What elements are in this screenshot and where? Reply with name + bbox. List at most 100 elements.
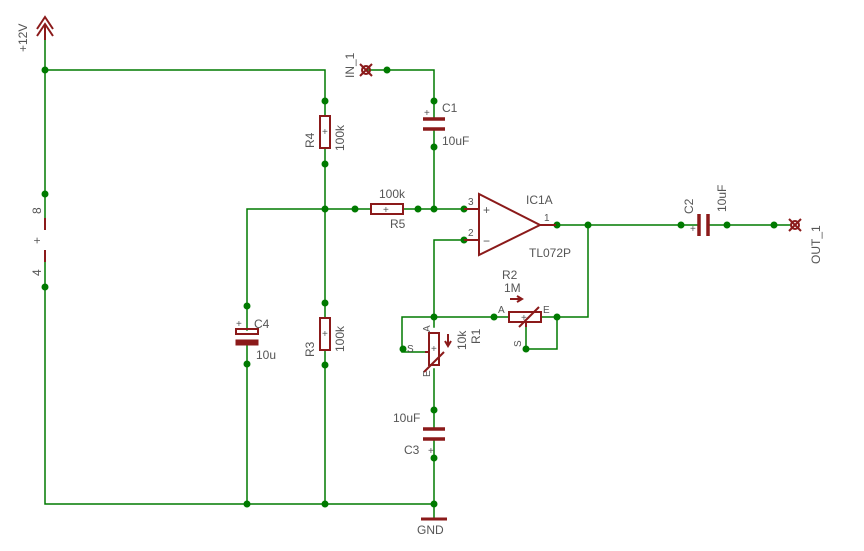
resistor-plus-mark: + <box>322 127 328 138</box>
capacitor-c3-value: 10uF <box>393 411 420 425</box>
wire-vcc-top <box>44 69 326 102</box>
output-port-icon[interactable] <box>790 220 800 230</box>
vcc-label: +12V <box>16 24 30 52</box>
resistor-r4-name: R4 <box>303 132 317 148</box>
resistor-r4-body[interactable] <box>319 115 331 149</box>
junction <box>490 313 498 321</box>
resistor-plus-mark: + <box>383 205 389 216</box>
input-port-icon[interactable] <box>361 65 371 75</box>
junction <box>553 221 561 229</box>
capacitor-plus-mark: + <box>428 446 434 457</box>
output-port[interactable]: OUT_1 <box>788 218 823 264</box>
output-port-label: OUT_1 <box>809 225 823 264</box>
capacitor-c3-name: C3 <box>404 443 420 457</box>
capacitor-c4-plate[interactable] <box>235 328 259 335</box>
input-port[interactable]: IN_1 <box>343 52 373 78</box>
junction <box>399 345 407 353</box>
resistor-r5-value: 100k <box>379 187 406 201</box>
potentiometer-r1-pin-e: E <box>422 370 433 377</box>
power-pin-8: 8 <box>30 207 44 214</box>
opamp-minus-sign: − <box>483 234 490 248</box>
resistor-r5-name: R5 <box>390 217 406 231</box>
opamp-pin-minus: 2 <box>468 228 474 239</box>
gnd-symbol: GND <box>417 517 447 537</box>
junction <box>321 500 329 508</box>
junction <box>41 283 49 291</box>
wiper-arrow-icon-3 <box>516 295 524 303</box>
opamp-name: IC1A <box>526 193 553 207</box>
opamp-pin-plus: 3 <box>468 197 474 208</box>
junction <box>321 160 329 168</box>
input-port-cross-2 <box>359 63 373 77</box>
junction <box>243 500 251 508</box>
resistor-r3-value: 100k <box>333 325 347 352</box>
junction <box>770 221 778 229</box>
wire-inv-in <box>433 239 477 328</box>
potentiometer-r2-name: R2 <box>502 268 518 282</box>
capacitor-c1[interactable]: + C1 10uF <box>423 101 469 148</box>
resistor-r4-value: 100k <box>333 124 347 151</box>
potentiometer-r2-pin-a: A <box>498 305 505 316</box>
junction <box>584 221 592 229</box>
capacitor-c2[interactable]: + C2 10uF <box>682 185 729 236</box>
resistor-r3[interactable]: + R3 100k <box>303 317 347 357</box>
junction <box>351 205 359 213</box>
junction <box>430 205 438 213</box>
capacitor-c2-name: C2 <box>682 198 696 214</box>
resistor-r5-body[interactable] <box>370 203 404 215</box>
junction <box>430 454 438 462</box>
opamp-ic1a[interactable]: + − 3 2 1 IC1A TL072P <box>464 192 571 260</box>
potentiometer-r1-pin-s: S <box>407 344 414 355</box>
resistor-r5[interactable]: + 100k R5 <box>370 187 406 231</box>
junction <box>383 66 391 74</box>
resistor-r4[interactable]: + R4 100k <box>303 115 347 151</box>
vcc-symbol: +12V <box>16 15 54 52</box>
resistor-r3-body[interactable] <box>319 317 331 351</box>
wire-feedback <box>540 224 589 318</box>
junction <box>414 205 422 213</box>
input-port-label: IN_1 <box>343 52 357 78</box>
opamp-plus-sign: + <box>483 203 490 217</box>
gnd-label: GND <box>417 523 444 537</box>
capacitor-c4-name: C4 <box>254 317 270 331</box>
junction <box>522 345 530 353</box>
junction <box>321 299 329 307</box>
junction <box>430 500 438 508</box>
junction <box>723 221 731 229</box>
junction <box>41 190 49 198</box>
resistor-plus-mark: + <box>431 344 437 355</box>
potentiometer-r2-value: 1M <box>504 281 521 295</box>
wire-bias-node <box>246 208 372 307</box>
opamp-power-pins: 8 + 4 <box>30 207 46 276</box>
resistor-plus-mark: + <box>521 313 527 324</box>
junction <box>430 97 438 105</box>
capacitor-plus-mark: + <box>424 108 430 119</box>
power-pin-4: 4 <box>30 269 44 276</box>
capacitor-c1-value: 10uF <box>442 134 469 148</box>
wiper-arrow-icon-3 <box>444 340 452 348</box>
potentiometer-r2-pin-e: E <box>543 305 550 316</box>
wire-r1-s <box>401 316 435 353</box>
resistor-r3-name: R3 <box>303 341 317 357</box>
potentiometer-r1[interactable]: + A E S 10k R1 <box>407 325 483 377</box>
wire-gnd-left <box>44 286 435 505</box>
junction <box>41 66 49 74</box>
junction <box>321 361 329 369</box>
wiper-arrow-icon <box>518 306 540 328</box>
capacitor-plus-mark: + <box>690 224 696 235</box>
junction <box>321 97 329 105</box>
output-port-cross-2 <box>788 218 802 232</box>
capacitor-c4[interactable]: + C4 10u <box>235 305 276 365</box>
potentiometer-r2[interactable]: + A E S R2 1M <box>498 268 550 347</box>
capacitor-c1-name: C1 <box>442 101 458 115</box>
capacitor-c4-value: 10u <box>256 348 276 362</box>
resistor-plus-mark: + <box>322 329 328 340</box>
vcc-arrow-icon <box>36 15 54 30</box>
potentiometer-r2-pin-s: S <box>513 340 524 347</box>
capacitor-c4-plate-2[interactable] <box>235 339 259 346</box>
opamp-triangle-icon[interactable] <box>478 192 543 257</box>
potentiometer-r1-body[interactable] <box>428 332 440 366</box>
junction <box>321 205 329 213</box>
capacitor-c3[interactable]: + 10uF C3 <box>393 411 445 457</box>
